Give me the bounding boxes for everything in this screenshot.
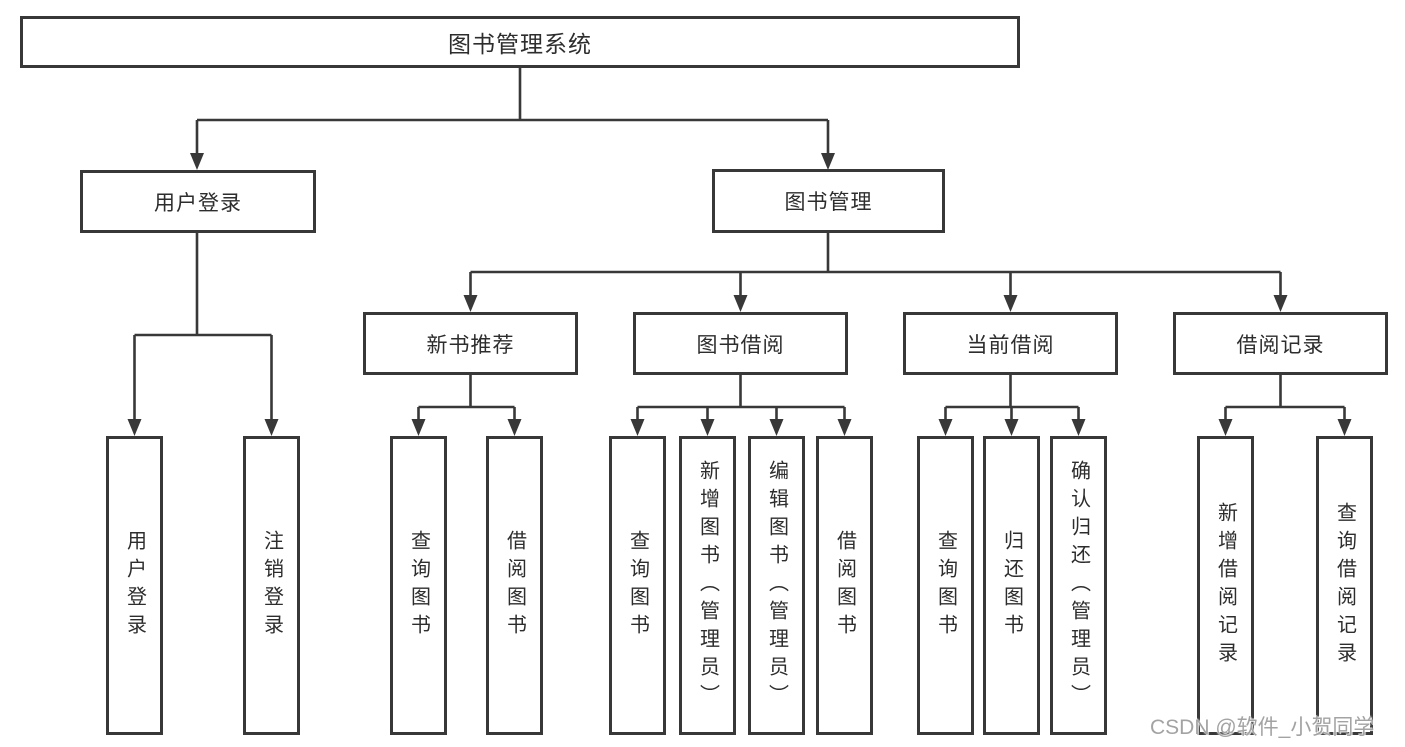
leaf-edit-books-admin: 编辑图书（管理员） [748, 436, 805, 735]
node-label: 图书管理系统 [448, 31, 592, 57]
node-book-borrowing: 图书借阅 [633, 312, 848, 375]
leaf-query-books-1: 查询图书 [390, 436, 447, 735]
node-borrowing-records: 借阅记录 [1173, 312, 1388, 375]
leaf-label: 归还图书 [1000, 529, 1023, 642]
leaf-label: 借阅图书 [503, 529, 526, 642]
leaf-return-books: 归还图书 [983, 436, 1040, 735]
node-current-borrowing: 当前借阅 [903, 312, 1118, 375]
leaf-user-login: 用户登录 [106, 436, 163, 735]
csdn-watermark: CSDN @软件_小贺同学 [1150, 716, 1375, 739]
leaf-confirm-return-admin: 确认归还（管理员） [1050, 436, 1107, 735]
leaf-label: 查询图书 [934, 529, 957, 642]
node-new-book-recommendation: 新书推荐 [363, 312, 578, 375]
node-user-login: 用户登录 [80, 170, 316, 233]
node-book-management: 图书管理 [712, 169, 945, 233]
node-label: 图书借阅 [696, 333, 785, 357]
leaf-label: 新增借阅记录 [1214, 501, 1237, 670]
connector-paths [133, 68, 1346, 422]
node-label: 借阅记录 [1236, 333, 1325, 357]
node-label: 用户登录 [154, 191, 242, 215]
leaf-borrow-books-1: 借阅图书 [486, 436, 543, 735]
leaf-label: 注销登录 [260, 529, 283, 642]
leaf-label: 确认归还（管理员） [1067, 459, 1090, 712]
leaf-label: 查询借阅记录 [1333, 501, 1356, 670]
leaf-query-books-3: 查询图书 [917, 436, 974, 735]
node-label: 新书推荐 [426, 333, 515, 357]
leaf-borrow-books-2: 借阅图书 [816, 436, 873, 735]
leaf-add-borrow-record: 新增借阅记录 [1197, 436, 1254, 735]
leaf-label: 新增图书（管理员） [696, 459, 719, 712]
node-label: 当前借阅 [966, 333, 1055, 357]
leaf-label: 借阅图书 [833, 529, 856, 642]
leaf-query-books-2: 查询图书 [609, 436, 666, 735]
node-label: 图书管理 [784, 191, 873, 214]
leaf-label: 查询图书 [407, 529, 430, 642]
leaf-add-books-admin: 新增图书（管理员） [679, 436, 736, 735]
leaf-label: 用户登录 [123, 529, 146, 642]
leaf-query-borrow-record: 查询借阅记录 [1316, 436, 1373, 735]
leaf-label: 编辑图书（管理员） [765, 459, 788, 712]
leaf-label: 查询图书 [626, 529, 649, 642]
node-library-management-system: 图书管理系统 [20, 16, 1020, 68]
leaf-logout: 注销登录 [243, 436, 300, 735]
